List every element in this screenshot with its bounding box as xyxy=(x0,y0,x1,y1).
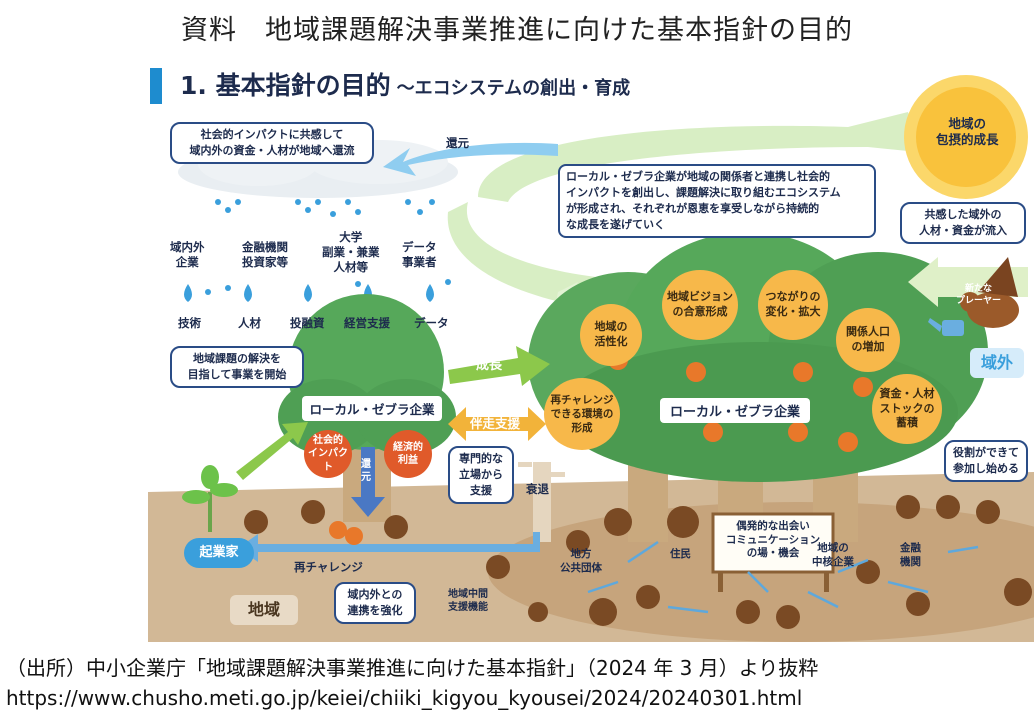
ecosystem-figure: 1. 基本指針の目的～エコシステムの創出・育成 社会的インパクトに共感して 域内… xyxy=(148,52,1034,642)
benefit-related-population: 関係人口 の増加 xyxy=(836,308,900,372)
resource-financing: 投融資 xyxy=(290,316,325,330)
heading-number: 1. xyxy=(180,71,207,100)
small-tree-label: ローカル・ゼブラ企業 xyxy=(302,396,442,421)
return-callout: 社会的インパクトに共感して 域内外の資金・人材が地域へ還流 xyxy=(170,122,374,164)
benefit-revitalization: 地域の 活性化 xyxy=(580,304,642,366)
watering-can xyxy=(928,318,964,336)
linkage-callout: 域内外との 連携を強化 xyxy=(334,582,416,624)
resource-management: 経営支援 xyxy=(344,316,390,330)
local-area-badge: 地域 xyxy=(230,595,298,625)
supporter-firms: 域内外 企業 xyxy=(170,240,205,269)
new-player-label: 新たな プレーヤー xyxy=(956,284,1002,306)
accompany-arrow xyxy=(448,407,546,441)
growth-arrow-2 xyxy=(448,346,550,386)
accompany-label: 伴走支援 xyxy=(470,416,521,431)
spiral-band-top xyxy=(478,112,918,202)
animal-silhouettes xyxy=(244,495,1032,629)
declining-tree xyxy=(518,462,565,542)
ecosystem-callout: ローカル・ゼブラ企業が地域の関係者と連携し社会的 インパクトを創出し、課題解決に… xyxy=(558,164,876,238)
decline-label: 衰退 xyxy=(526,482,549,496)
rain-drops xyxy=(205,199,451,295)
sprout-seedling xyxy=(182,465,238,532)
sun xyxy=(904,75,1028,199)
actor-core-companies: 地域の 中核企業 xyxy=(812,542,854,568)
resource-technology: 技術 xyxy=(178,316,201,330)
expert-support-callout: 専門的な 立場から 支援 xyxy=(448,446,514,504)
resource-drops xyxy=(184,284,434,302)
resource-data: データ xyxy=(414,316,449,330)
actor-residents: 住民 xyxy=(670,548,691,560)
benefit-connections: つながりの 変化・拡大 xyxy=(758,270,828,340)
source-url[interactable]: https://www.chusho.meti.go.jp/keiei/chii… xyxy=(6,686,803,710)
fallen-fruits xyxy=(329,521,363,545)
new-player-bird xyxy=(960,257,1019,328)
growth-arrow-1 xyxy=(236,422,308,480)
benefit-rechallenge-env: 再チャレンジ できる環境の 形成 xyxy=(544,378,620,450)
social-impact-fruit: 社会的 インパクト xyxy=(304,430,352,478)
big-tree-label: ローカル・ゼブラ企業 xyxy=(660,398,810,423)
actor-financial-institutions: 金融 機関 xyxy=(900,542,921,568)
rechallenge-arrow xyxy=(238,532,540,562)
heading-accent-bar xyxy=(150,68,162,104)
economic-profit-fruit: 経済的 利益 xyxy=(384,430,432,478)
start-callout: 地域課題の解決を 目指して事業を開始 xyxy=(170,346,304,388)
document-title: 資料 地域課題解決事業推進に向けた基本指針の目的 xyxy=(181,15,853,46)
actor-local-government: 地方 公共団体 xyxy=(560,548,602,574)
outside-area-badge: 域外 xyxy=(970,348,1024,378)
heading-subtitle: ～エコシステムの創出・育成 xyxy=(396,78,631,99)
connection-arrows xyxy=(587,540,979,614)
rechallenge-label: 再チャレンジ xyxy=(294,560,363,574)
benefit-capital-stock: 資金・人材 ストックの 蓄積 xyxy=(872,374,942,444)
resource-talent: 人材 xyxy=(238,316,261,330)
return-label: 還元 xyxy=(446,136,469,150)
section-heading: 1. 基本指針の目的～エコシステムの創出・育成 xyxy=(180,66,630,102)
supporter-finance: 金融機関 投資家等 xyxy=(242,240,288,269)
growth-label-2: 成長 xyxy=(476,358,503,373)
inflow-callout: 共感した域外の 人材・資金が流入 xyxy=(900,202,1026,244)
return-arrow xyxy=(383,142,558,176)
entrepreneur-badge: 起業家 xyxy=(184,538,254,568)
benefit-vision-consensus: 地域ビジョン の合意形成 xyxy=(662,270,738,340)
return-down-arrow xyxy=(351,447,385,517)
source-citation: （出所）中小企業庁「地域課題解決事業推進に向けた基本指針」（2024 年 3 月… xyxy=(6,656,819,680)
role-callout: 役割ができて 参加し始める xyxy=(944,440,1028,482)
heading-title: 基本指針の目的 xyxy=(215,71,391,100)
return-down-label: 還 元 xyxy=(361,459,371,483)
sun-label: 地域の 包摂的成長 xyxy=(936,116,999,148)
actor-intermediary-support: 地域中間 支援機能 xyxy=(448,589,488,613)
supporter-data: データ 事業者 xyxy=(402,240,437,269)
supporter-university: 大学 副業・兼業 人材等 xyxy=(322,230,380,274)
community-sign-frame xyxy=(711,512,835,592)
community-sign-text: 偶発的な出会い コミュニケーション の場・機会 xyxy=(725,520,821,560)
